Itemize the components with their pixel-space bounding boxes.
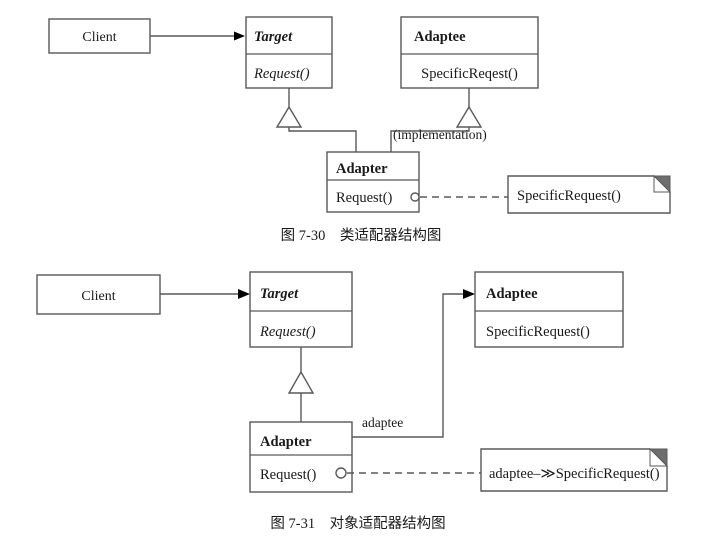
fig1-client-to-target-edge xyxy=(150,31,245,41)
figure-1-class-adapter: Client Target Request() Adaptee Specific… xyxy=(48,16,672,244)
fig2-note-box: adaptee–≫SpecificRequest() xyxy=(480,447,669,492)
fig1-adaptee-class-box: Adaptee SpecificReqest() xyxy=(400,16,539,89)
fig1-adapter-method: Request() xyxy=(336,190,393,206)
fig1-note-fold-corner xyxy=(653,174,672,193)
fig1-note-text: SpecificRequest() xyxy=(517,188,621,204)
fig1-adaptee-name: Adaptee xyxy=(414,29,466,45)
fig2-client-to-target-arrowhead xyxy=(238,289,250,299)
fig1-adapter-to-target-generalization xyxy=(275,88,357,152)
fig1-note-box: SpecificRequest() xyxy=(507,174,672,214)
fig2-adapter-class-box: Adapter Request() xyxy=(249,421,353,493)
fig2-caption: 图 7-31 对象适配器结构图 xyxy=(270,515,445,532)
fig1-adapter-class-box: Adapter Request() xyxy=(326,151,420,213)
fig1-target-method: Request() xyxy=(253,66,310,82)
fig2-adaptee-name: Adaptee xyxy=(486,286,538,302)
fig2-client-label: Client xyxy=(81,289,115,304)
fig2-adaptee-method: SpecificRequest() xyxy=(486,324,590,340)
fig1-client-class-box: Client xyxy=(48,18,151,54)
fig1-target-name: Target xyxy=(254,29,293,45)
fig2-note-fold-corner xyxy=(649,447,669,467)
fig2-client-to-target-edge xyxy=(160,289,250,299)
fig1-adaptee-generalization-triangle xyxy=(455,105,483,128)
fig2-adapter-to-target-generalization xyxy=(287,347,315,422)
fig2-note-anchor-circle xyxy=(335,467,347,479)
fig2-adapter-to-adaptee-association: adaptee xyxy=(352,289,475,438)
fig2-note-text: adaptee–≫SpecificRequest() xyxy=(489,466,660,482)
fig2-target-generalization-triangle xyxy=(287,370,315,394)
fig2-target-class-box: Target Request() xyxy=(249,271,353,348)
fig2-note-link xyxy=(335,467,481,479)
fig1-target-generalization-triangle xyxy=(275,105,303,128)
fig2-adapter-name: Adapter xyxy=(260,434,312,450)
fig2-adaptee-class-box: Adaptee SpecificRequest() xyxy=(474,271,624,348)
fig2-adaptee-association-arrowhead xyxy=(463,289,475,299)
fig2-target-name: Target xyxy=(260,286,299,302)
fig1-adapter-name: Adapter xyxy=(336,161,388,177)
fig1-client-to-target-arrowhead xyxy=(234,31,245,41)
fig1-client-label: Client xyxy=(82,30,116,45)
figure-2-object-adapter: Client Target Request() Adaptee Specific… xyxy=(36,271,669,532)
fig1-caption: 图 7-30 类适配器结构图 xyxy=(281,227,442,244)
fig1-implementation-edge-label: (implementation) xyxy=(393,127,487,142)
fig1-note-anchor-circle xyxy=(410,192,420,202)
fig2-adapter-method: Request() xyxy=(260,467,317,483)
fig2-adaptee-edge-label: adaptee xyxy=(362,415,403,430)
fig1-target-class-box: Target Request() xyxy=(245,16,333,89)
fig1-adaptee-method: SpecificReqest() xyxy=(421,66,518,82)
fig2-target-method: Request() xyxy=(259,324,316,340)
fig1-adapter-to-adaptee-generalization: (implementation) xyxy=(390,88,487,152)
fig2-client-class-box: Client xyxy=(36,274,161,315)
fig1-note-link xyxy=(410,192,508,202)
